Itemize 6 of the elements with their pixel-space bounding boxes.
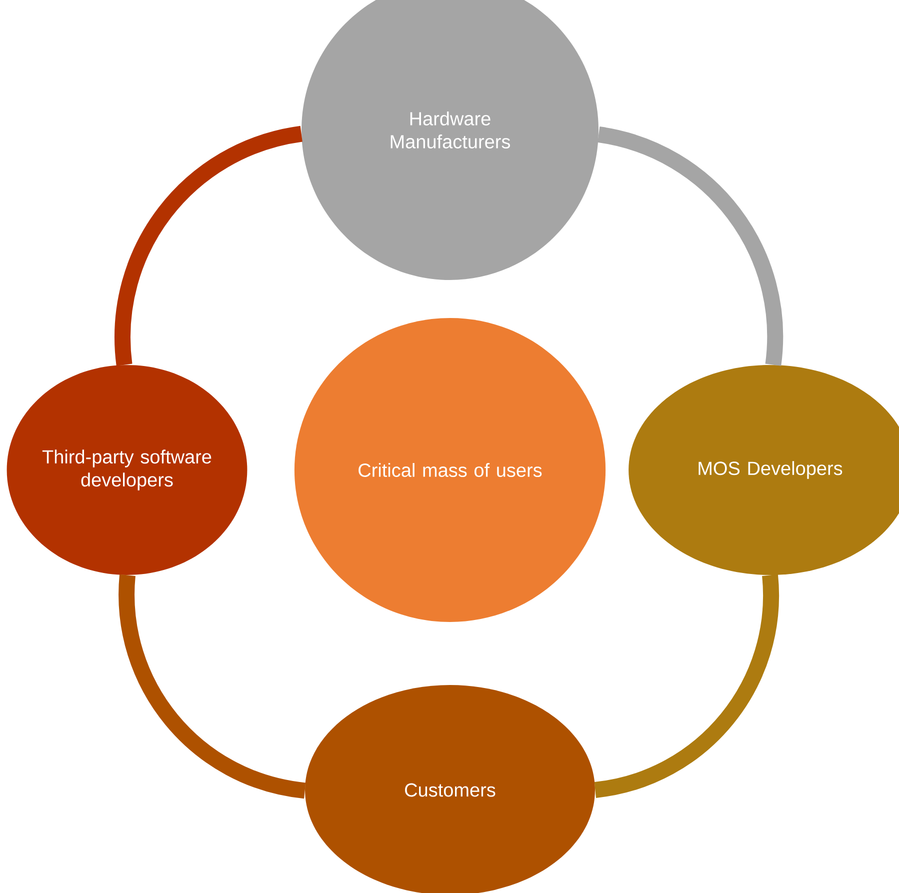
ring-arc — [118, 574, 306, 799]
ellipse-node: Third-party software developers — [6, 364, 248, 575]
ellipse-node: Critical mass of users — [294, 318, 606, 622]
ring-arc — [114, 126, 303, 366]
ring-arc — [594, 574, 779, 798]
ring-arc — [597, 126, 784, 366]
